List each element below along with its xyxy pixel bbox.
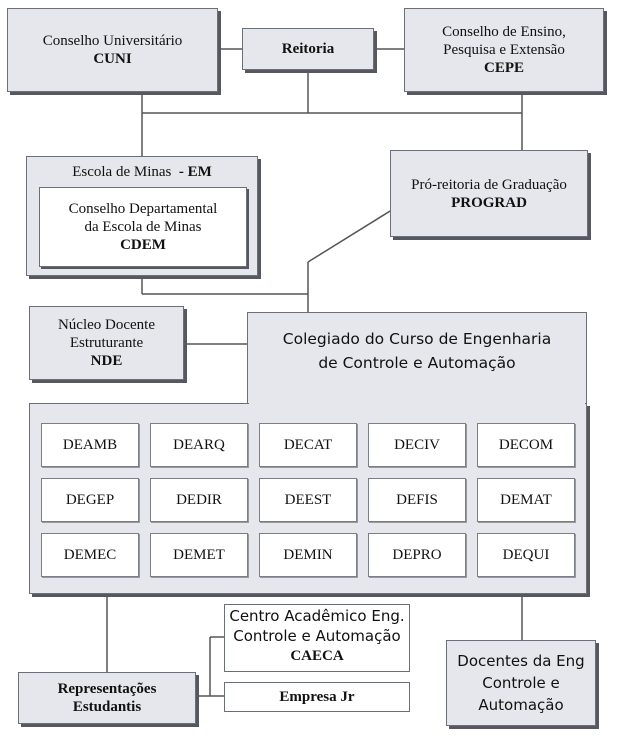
representacoes-box: Representações Estudantis	[18, 672, 196, 724]
dept-demin: DEMIN	[259, 533, 357, 577]
colegiado-line1: Colegiado do Curso de Engenharia	[282, 330, 552, 348]
cepe-box: Conselho de Ensino, Pesquisa e Extensão …	[404, 8, 604, 92]
colegiado-title: Colegiado do Curso de Engenharia de Cont…	[248, 327, 586, 375]
docentes-line1: Docentes da Eng	[457, 652, 585, 670]
cuni-abbr: CUNI	[93, 51, 132, 67]
cuni-box: Conselho Universitário CUNI	[7, 8, 218, 92]
docentes-line3: Automação	[478, 696, 564, 714]
dept-deamb: DEAMB	[41, 423, 139, 467]
colegiado-join	[248, 400, 585, 408]
dept-dearq: DEARQ	[150, 423, 248, 467]
cuni-name: Conselho Universitário	[42, 33, 183, 49]
caeca-line2: Controle e Automação	[233, 627, 401, 645]
representacoes-line1: Representações	[57, 681, 157, 697]
dept-decom: DECOM	[477, 423, 575, 467]
reitoria-label: Reitoria	[281, 41, 335, 57]
caeca-box: Centro Acadêmico Eng. Controle e Automaç…	[224, 604, 410, 672]
em-title-text: Escola de Minas	[72, 164, 172, 180]
dept-demet: DEMET	[150, 533, 248, 577]
prograd-abbr: PROGRAD	[451, 194, 527, 211]
dept-demat: DEMAT	[477, 478, 575, 522]
dept-deciv: DECIV	[368, 423, 466, 467]
caeca-line1: Centro Acadêmico Eng.	[229, 607, 405, 625]
nde-line1: Núcleo Docente	[57, 317, 156, 333]
docentes-box: Docentes da Eng Controle e Automação	[446, 640, 596, 726]
cepe-line2: Pesquisa e Extensão	[443, 42, 565, 58]
docentes-line2: Controle e	[482, 674, 560, 692]
dept-defis: DEFIS	[368, 478, 466, 522]
nde-abbr: NDE	[90, 353, 123, 369]
empresa-jr-box: Empresa Jr	[224, 682, 410, 712]
cdem-abbr: CDEM	[120, 237, 166, 253]
dept-dequi: DEQUI	[477, 533, 575, 577]
cepe-abbr: CEPE	[483, 60, 524, 76]
cdem-line2: da Escola de Minas	[84, 219, 202, 235]
prograd-line1: Pró-reitoria de Graduação	[411, 176, 567, 193]
dept-depro: DEPRO	[368, 533, 466, 577]
dept-decat: DECAT	[259, 423, 357, 467]
representacoes-line2: Estudantis	[72, 699, 142, 715]
dept-demec: DEMEC	[41, 533, 139, 577]
connector-prograd-diag	[307, 207, 396, 263]
empresa-jr-label: Empresa Jr	[279, 689, 355, 705]
escola-de-minas-box: Escola de Minas - EM Conselho Departamen…	[26, 156, 258, 276]
em-title: Escola de Minas - EM	[27, 163, 257, 181]
em-abbr: - EM	[178, 164, 212, 180]
colegiado-line2: de Controle e Automação	[318, 354, 516, 372]
nde-box: Núcleo Docente Estruturante NDE	[29, 306, 184, 380]
dept-deest: DEEST	[259, 478, 357, 522]
prograd-box: Pró-reitoria de Graduação PROGRAD	[390, 150, 588, 237]
dept-dedir: DEDIR	[150, 478, 248, 522]
cepe-line1: Conselho de Ensino,	[442, 24, 566, 40]
colegiado-box: Colegiado do Curso de Engenharia de Cont…	[247, 312, 587, 412]
dept-degep: DEGEP	[41, 478, 139, 522]
nde-line2: Estruturante	[69, 335, 144, 351]
cdem-box: Conselho Departamental da Escola de Mina…	[39, 187, 247, 267]
departments-grid: DEAMB DEARQ DECAT DECIV DECOM DEGEP DEDI…	[41, 423, 581, 583]
caeca-abbr: CAECA	[290, 648, 344, 664]
reitoria-box: Reitoria	[242, 28, 374, 70]
cdem-line1: Conselho Departamental	[68, 201, 218, 217]
